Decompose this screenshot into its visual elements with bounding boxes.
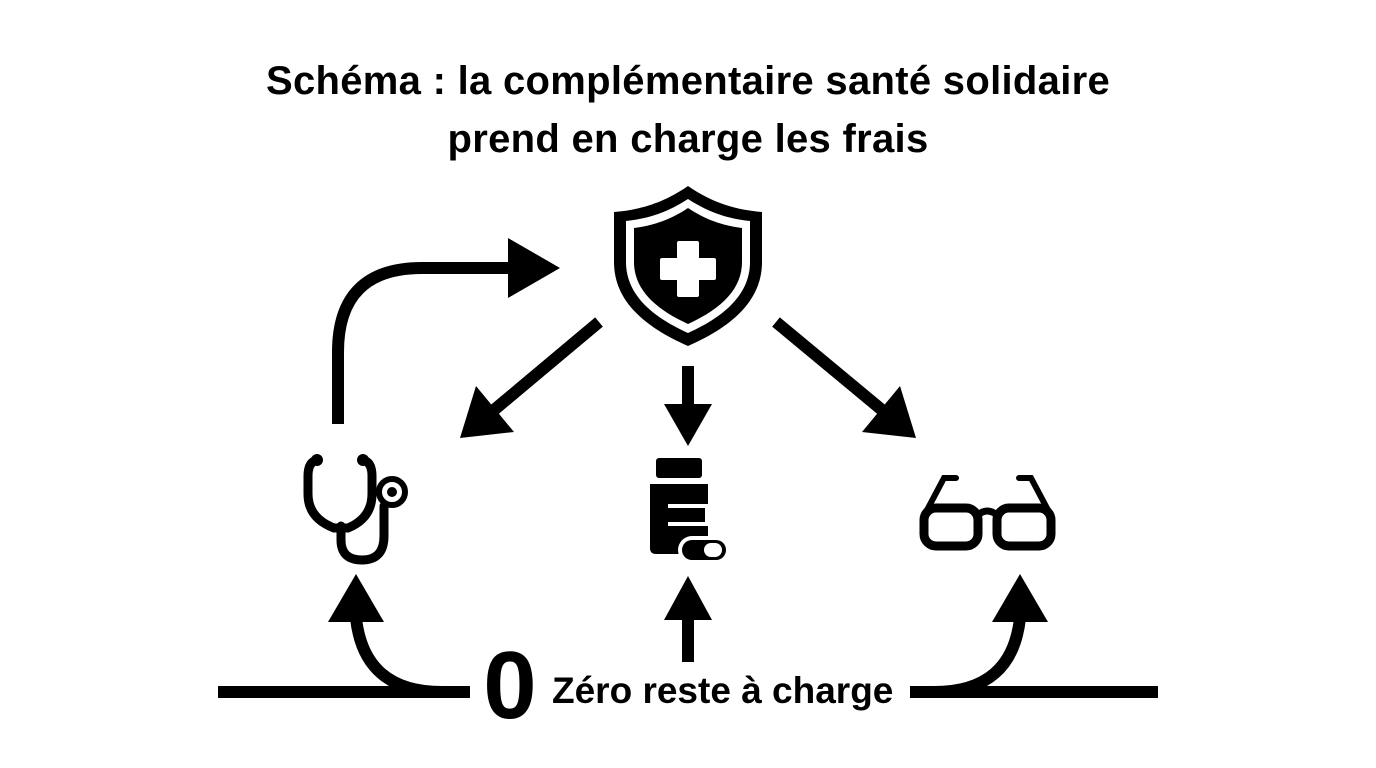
arrow-baseline-to-medication — [664, 576, 712, 662]
diagram-title-line-1: Schéma : la complémentaire santé solidai… — [265, 59, 1111, 103]
shield-cross-icon — [614, 186, 762, 346]
arrow-shield-to-stethoscope — [460, 317, 603, 438]
medication-bottle-icon — [650, 458, 730, 564]
stethoscope-icon — [303, 454, 408, 565]
zero-remaining-label: Zéro reste à charge — [552, 670, 894, 711]
arrow-shield-to-glasses — [772, 317, 916, 438]
diagram-title-line-2: prend en charge les frais — [447, 117, 929, 161]
arrow-baseline-to-stethoscope — [328, 574, 443, 698]
arrow-stethoscope-to-shield — [332, 238, 560, 424]
diagram-title: Schéma : la complémentaire santé solidai… — [0, 52, 1376, 168]
arrow-baseline-to-glasses — [933, 574, 1048, 698]
zero-digit: 0 — [483, 632, 537, 739]
arrow-shield-to-medication — [664, 366, 712, 446]
glasses-icon — [919, 475, 1056, 551]
